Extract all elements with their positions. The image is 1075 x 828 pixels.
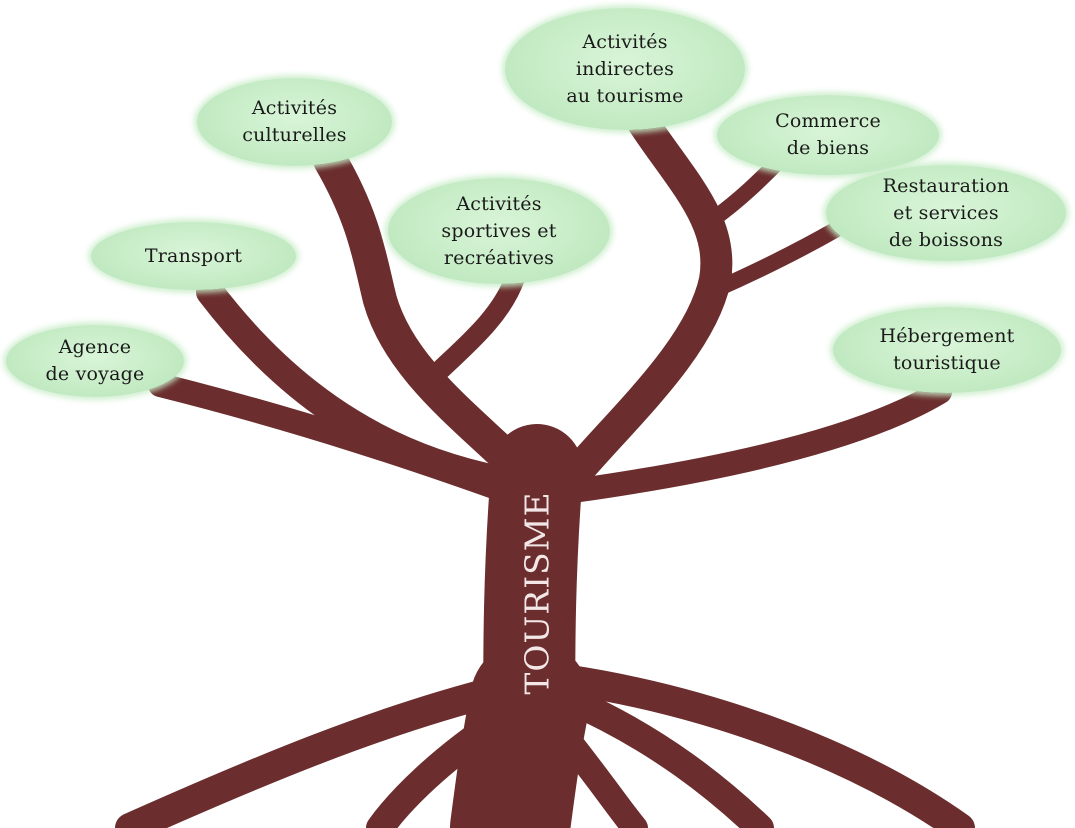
trunk-base [450,640,590,828]
leaf-activites-culturelles-label: Activités culturelles [242,97,347,146]
branch-indirectes [554,102,733,496]
leaf-transport: Transport [91,222,296,290]
leaf-activites-indirectes-label: Activités indirectes au tourisme [566,30,684,107]
root-right-near [547,717,648,828]
leaf-transport-label: Transport [144,244,243,267]
leaf-activites-sportives-label: Activités sportives et recréatives [441,192,557,269]
root-right-mid [556,686,774,828]
leaf-restauration-label: Restauration et services de boissons [882,174,1010,251]
branch-hebergement [568,380,952,502]
leaf-commerce-de-biens: Commerce de biens [717,95,939,175]
trunk-label: TOURISME [517,491,557,695]
leaf-agence-de-voyage: Agence de voyage [6,325,184,397]
root-left-mid [366,706,514,828]
branch-restauration [707,222,843,298]
branch-sportives [420,268,525,390]
leaf-restauration: Restauration et services de boissons [826,165,1066,261]
leaf-hebergement: Hébergement touristique [833,307,1061,393]
leaf-activites-sportives: Activités sportives et recréatives [388,178,610,284]
leaf-activites-culturelles: Activités culturelles [197,78,392,166]
branch-culturelles [313,143,537,487]
leaf-agence-de-voyage-label: Agence de voyage [45,336,145,385]
branch-transport [196,278,514,494]
root-left-near [453,728,517,828]
root-right-far [555,665,975,828]
leaf-activites-indirectes: Activités indirectes au tourisme [505,8,745,130]
leaf-commerce-de-biens-label: Commerce de biens [775,110,881,159]
root-left-far [115,675,515,828]
leaf-hebergement-label: Hébergement touristique [879,325,1015,374]
